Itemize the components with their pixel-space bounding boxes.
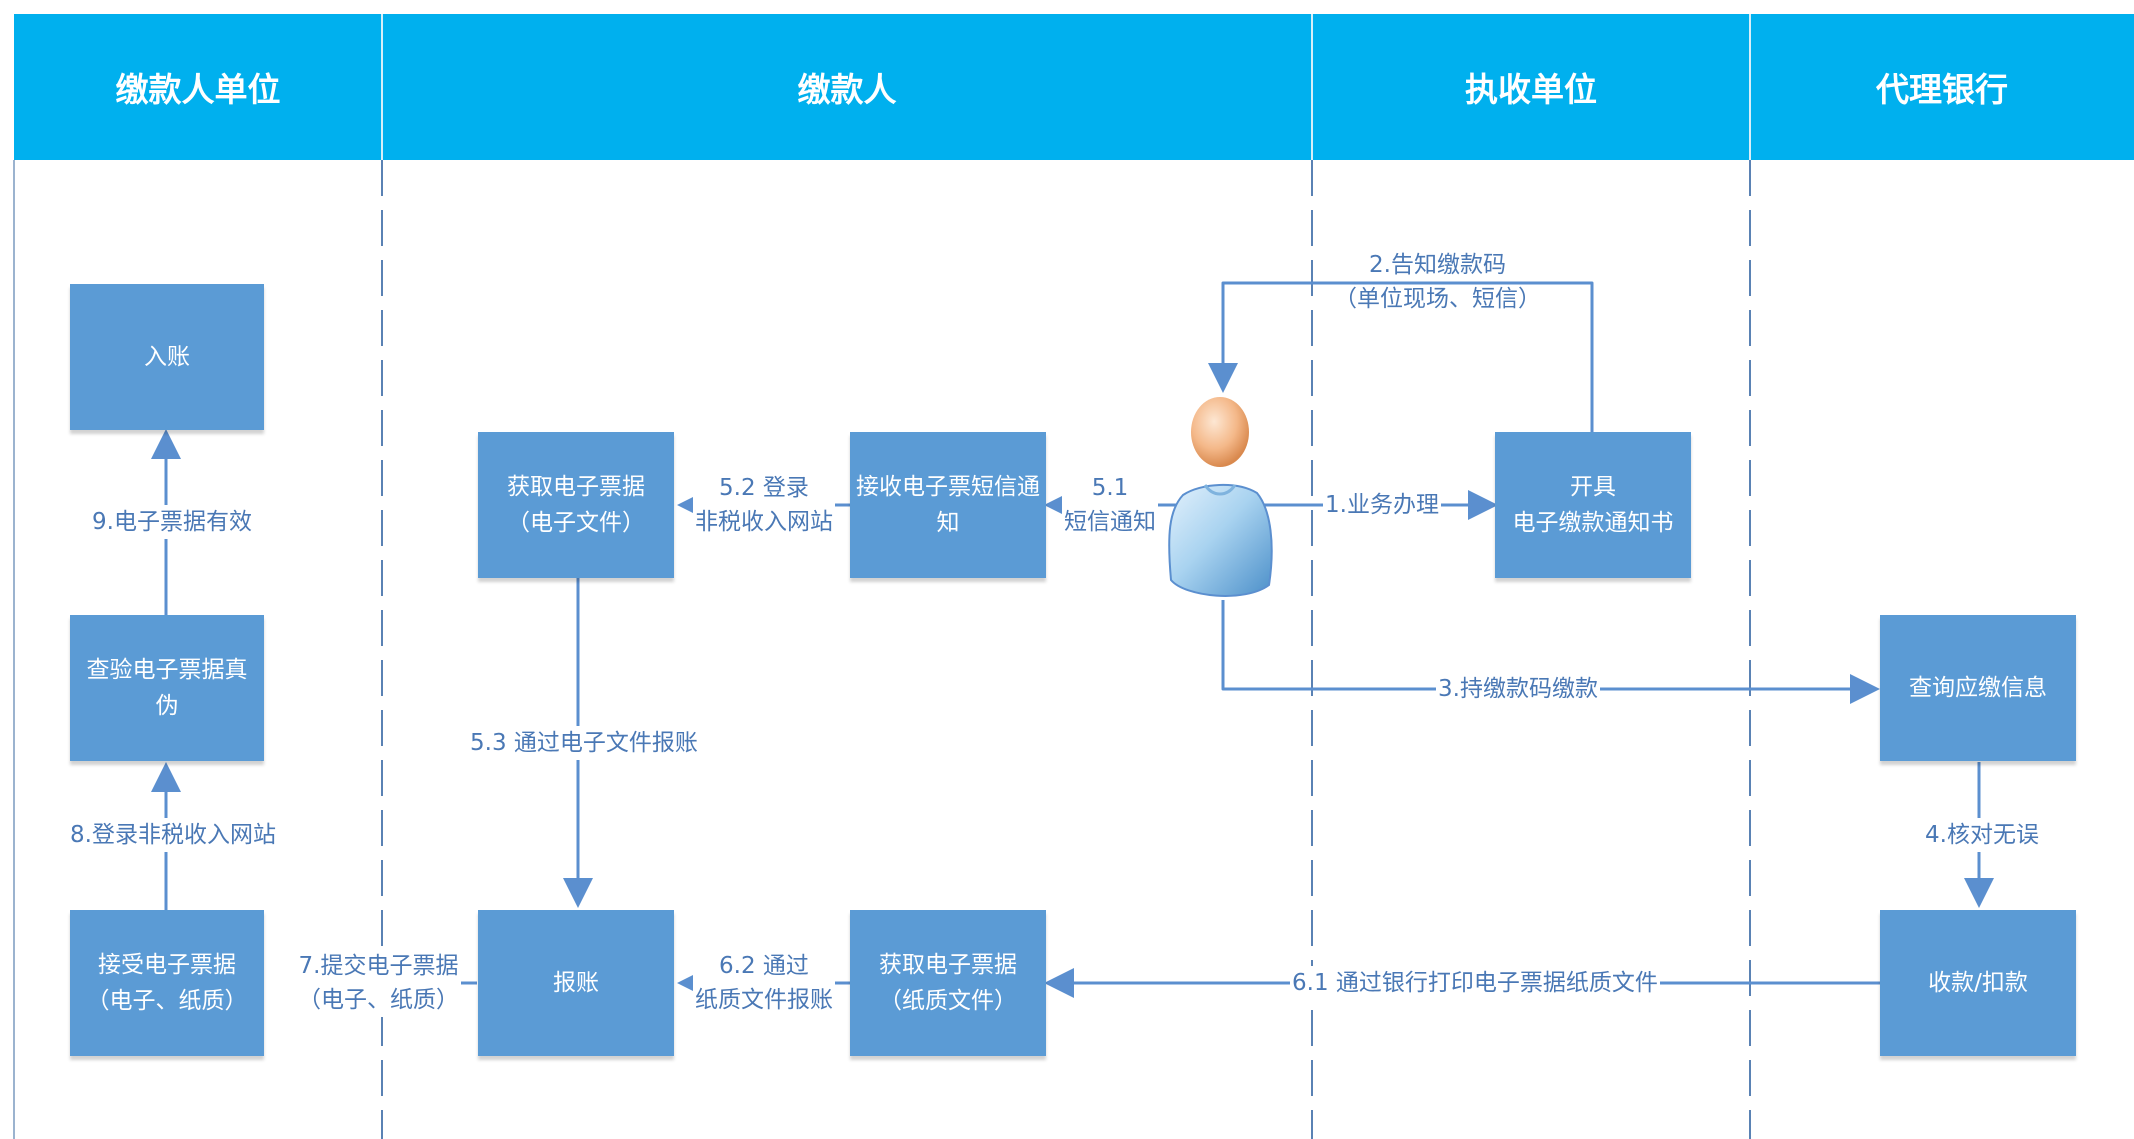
- lane-header-collector: 执收单位: [1312, 14, 1750, 160]
- edge-label-4: 4.核对无误: [1923, 818, 2041, 852]
- label-line: （单位现场、短信）: [1334, 286, 1541, 312]
- box-get-paper-receipt: 获取电子票据 （纸质文件）: [850, 910, 1046, 1056]
- box-text: 获取电子票据: [507, 474, 645, 500]
- label-line: 6.2 通过: [719, 953, 809, 979]
- header-divider: [1311, 14, 1313, 160]
- box-verify-authenticity: 查验电子票据真伪: [70, 615, 264, 761]
- edge-label-5-3: 5.3 通过电子文件报账: [468, 726, 700, 760]
- header-divider: [1749, 14, 1751, 160]
- box-text: （电子文件）: [507, 510, 645, 536]
- box-text: 知: [936, 510, 960, 536]
- edge-label-3: 3.持缴款码缴款: [1436, 672, 1600, 706]
- box-receive-sms: 接收电子票短信通 知: [850, 432, 1046, 578]
- box-get-e-receipt: 获取电子票据 （电子文件）: [478, 432, 674, 578]
- box-ruzhang: 入账: [70, 284, 264, 430]
- label-line: 5.3 通过电子文件报账: [470, 730, 698, 756]
- edge-label-1: 1.业务办理: [1323, 488, 1441, 522]
- box-reimburse: 报账: [478, 910, 674, 1056]
- box-text: 报账: [553, 970, 599, 996]
- label-line: 5.2 登录: [719, 475, 809, 501]
- label-line: 2.告知缴款码: [1369, 252, 1506, 278]
- box-text: （纸质文件）: [879, 988, 1017, 1014]
- box-query-info: 查询应缴信息: [1880, 615, 2076, 761]
- label-line: 1.业务办理: [1325, 492, 1439, 518]
- lane-header-payer-unit: 缴款人单位: [14, 14, 382, 160]
- person-icon: [1168, 397, 1273, 597]
- label-line: 9.电子票据有效: [92, 509, 252, 535]
- edge-label-7: 7.提交电子票据 （电子、纸质）: [296, 949, 461, 1017]
- edge-label-2: 2.告知缴款码 （单位现场、短信）: [1332, 248, 1543, 316]
- label-line: 短信通知: [1064, 509, 1156, 535]
- label-line: 非税收入网站: [695, 509, 833, 535]
- label-line: 6.1 通过银行打印电子票据纸质文件: [1292, 970, 1658, 996]
- label-line: 5.1: [1091, 475, 1129, 501]
- edge-label-5-2: 5.2 登录 非税收入网站: [693, 471, 835, 539]
- lane-header-payer: 缴款人: [382, 14, 1312, 160]
- box-text: 入账: [144, 344, 190, 370]
- label-line: 3.持缴款码缴款: [1438, 676, 1598, 702]
- edge-label-8: 8.登录非税收入网站: [68, 818, 278, 852]
- box-text: （电子、纸质）: [86, 988, 248, 1014]
- edge-label-6-2: 6.2 通过 纸质文件报账: [693, 949, 835, 1017]
- box-text: 查询应缴信息: [1909, 675, 2047, 701]
- box-text: 接受电子票据: [98, 952, 236, 978]
- edge-label-9: 9.电子票据有效: [90, 505, 254, 539]
- lane-header-bank: 代理银行: [1750, 14, 2134, 160]
- label-line: 8.登录非税收入网站: [70, 822, 276, 848]
- box-issue-notice: 开具 电子缴款通知书: [1495, 432, 1691, 578]
- box-text: 电子缴款通知书: [1512, 510, 1674, 536]
- arrow-3-pay-with-code: [1221, 600, 1880, 704]
- edge-label-6-1: 6.1 通过银行打印电子票据纸质文件: [1290, 966, 1660, 1000]
- arrow-2-notify-code: [1208, 281, 1594, 432]
- edge-label-5-1: 5.1 短信通知: [1062, 471, 1158, 539]
- box-text: 开具: [1570, 474, 1616, 500]
- label-line: 4.核对无误: [1925, 822, 2039, 848]
- box-accept-receipt: 接受电子票据 （电子、纸质）: [70, 910, 264, 1056]
- box-text: 查验电子票据真伪: [86, 657, 248, 719]
- box-text: 收款/扣款: [1928, 970, 2028, 996]
- box-text: 接收电子票短信通: [856, 474, 1040, 500]
- label-line: （电子、纸质）: [298, 987, 459, 1013]
- header-divider: [381, 14, 383, 160]
- box-text: 获取电子票据: [879, 952, 1017, 978]
- label-line: 纸质文件报账: [695, 987, 833, 1013]
- label-line: 7.提交电子票据: [298, 953, 459, 979]
- box-collect-payment: 收款/扣款: [1880, 910, 2076, 1056]
